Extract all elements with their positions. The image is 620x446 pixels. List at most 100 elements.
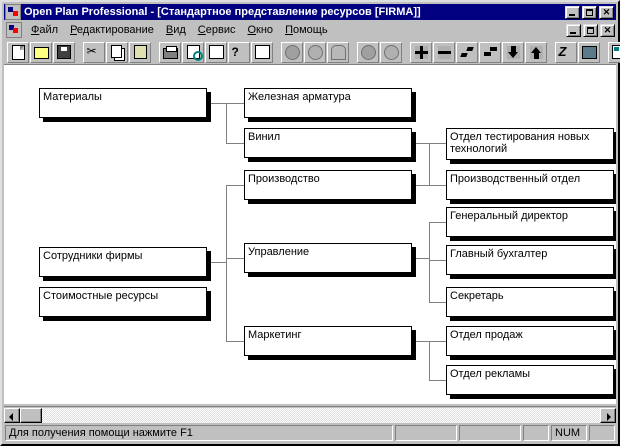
toolbar-button-save[interactable] [53,41,75,63]
status-pane-4 [523,424,549,441]
move-up-icon [529,45,543,59]
diagram-node-proizv-otdel[interactable]: Производственный отдел [446,170,614,200]
tree-connector [429,222,430,302]
diagram-node-upravlenie[interactable]: Управление [244,243,412,273]
tree-connector [429,143,430,185]
mdi-restore-button[interactable] [583,23,598,37]
toolbar-button-move-up[interactable] [525,41,547,63]
toolbar-button-copy[interactable] [106,41,128,63]
toolbar-button-move-down[interactable] [502,41,524,63]
window-controls: ✕ [565,5,615,19]
status-message: Для получения помощи нажмите F1 [5,424,393,441]
tree-connector [412,185,429,186]
scroll-right-arrow-icon[interactable] [600,407,616,423]
diagram-node-vinil[interactable]: Винил [244,128,412,158]
tree-connector [412,341,429,342]
toolbar-button-link[interactable] [456,41,478,63]
toolbar-button-tile-windows[interactable] [608,41,620,63]
toolbar-button-help[interactable]: ? [228,41,250,63]
menu-item-edit[interactable]: Редактирование [70,24,154,36]
tree-connector [226,143,244,144]
toolbar-button-table[interactable] [578,41,600,63]
toolbar-button-sort[interactable] [205,41,227,63]
status-pane-3 [459,424,521,441]
tree-connector [207,103,226,104]
diagram-node-otdel-prodazh[interactable]: Отдел продаж [446,326,614,356]
toolbar-button-remove[interactable] [433,41,455,63]
document-icon[interactable] [6,22,22,38]
scrollbar-track[interactable] [20,407,600,423]
tree-connector [429,260,446,261]
diagram-node-sotrudniki[interactable]: Сотрудники фирмы [39,247,207,277]
toolbar-button-cut[interactable]: ✂ [83,41,105,63]
toolbar-button-resource-group[interactable] [380,41,402,63]
sort-icon [208,45,224,59]
resource-group-icon [383,44,399,60]
remove-icon [437,45,451,59]
link-icon [461,46,474,58]
menu-item-help[interactable]: Помощь [285,24,328,36]
toolbar-button-zoom[interactable]: Z [555,41,577,63]
menu-item-file[interactable]: Файл [31,24,59,36]
status-pane-2 [395,424,457,441]
tree-connector [226,103,227,143]
diagram-node-otdel-reklamy[interactable]: Отдел рекламы [446,365,614,395]
menu-bar: Файл Редактирование Вид Сервис Окно Помо… [4,21,616,39]
print-preview-icon [186,45,203,61]
diagram-node-materialy[interactable]: Материалы [39,88,207,118]
tree-connector [207,262,226,263]
toolbar-button-add[interactable] [410,41,432,63]
resource-circle-icon [284,44,300,60]
diagram-node-zhel-arm[interactable]: Железная арматура [244,88,412,118]
diagram-node-otdel-test[interactable]: Отдел тестирования новых технологий [446,128,614,160]
tree-connector [429,185,446,186]
tree-connector [412,143,429,144]
toolbar-button-what-is-this[interactable] [251,41,273,63]
print-icon [162,45,178,59]
menu-item-view[interactable]: Вид [165,24,186,36]
toolbar-button-new[interactable] [7,41,29,63]
menu-item-tools[interactable]: Сервис [197,24,236,36]
menu-item-window[interactable]: Окно [247,24,274,36]
tile-windows-icon [611,45,620,59]
mdi-minimize-button[interactable] [566,23,581,37]
toolbar-button-resource-circle[interactable] [281,41,303,63]
app-icon[interactable] [5,4,21,20]
tree-connector [429,302,446,303]
toolbar-button-open[interactable] [30,41,52,63]
close-button[interactable]: ✕ [599,5,614,19]
diagram-node-proizvodstvo[interactable]: Производство [244,170,412,200]
toolbar-button-paste[interactable] [129,41,151,63]
what-is-this-icon [254,45,270,59]
scroll-left-arrow-icon[interactable] [4,407,20,423]
toolbar-button-resource-pool[interactable] [357,41,379,63]
resource-pool-icon [360,44,376,60]
tree-connector [226,341,244,342]
add-icon [414,45,428,59]
diagram-node-gen-direktor[interactable]: Генеральный директор [446,207,614,237]
diagram-node-marketing[interactable]: Маркетинг [244,326,412,356]
tree-connector [226,185,227,341]
toolbar-button-print[interactable] [159,41,181,63]
mdi-close-button[interactable]: ✕ [600,23,615,37]
toolbar-button-resource-rounded[interactable] [327,41,349,63]
move-down-icon [506,45,520,59]
scrollbar-thumb[interactable] [20,407,42,423]
toolbar-button-step-link[interactable] [479,41,501,63]
mdi-child-controls: ✕ [566,23,616,37]
diagram-node-stoimostnye[interactable]: Стоимостные ресурсы [39,287,207,317]
new-icon [11,44,25,60]
toolbar-button-print-preview[interactable] [182,41,204,63]
tree-connector [429,143,446,144]
horizontal-scrollbar[interactable] [4,406,616,423]
minimize-button[interactable] [565,5,580,19]
restore-button[interactable] [582,5,597,19]
window-title: Open Plan Professional - [Стандартное пр… [24,6,421,18]
toolbar-button-resource-detail[interactable] [304,41,326,63]
zoom-icon: Z [558,44,567,59]
diagram-node-sekretar[interactable]: Секретарь [446,287,614,317]
status-pane-6 [589,424,615,441]
tree-connector [429,380,446,381]
diagram-node-gl-buhgalter[interactable]: Главный бухгалтер [446,245,614,275]
